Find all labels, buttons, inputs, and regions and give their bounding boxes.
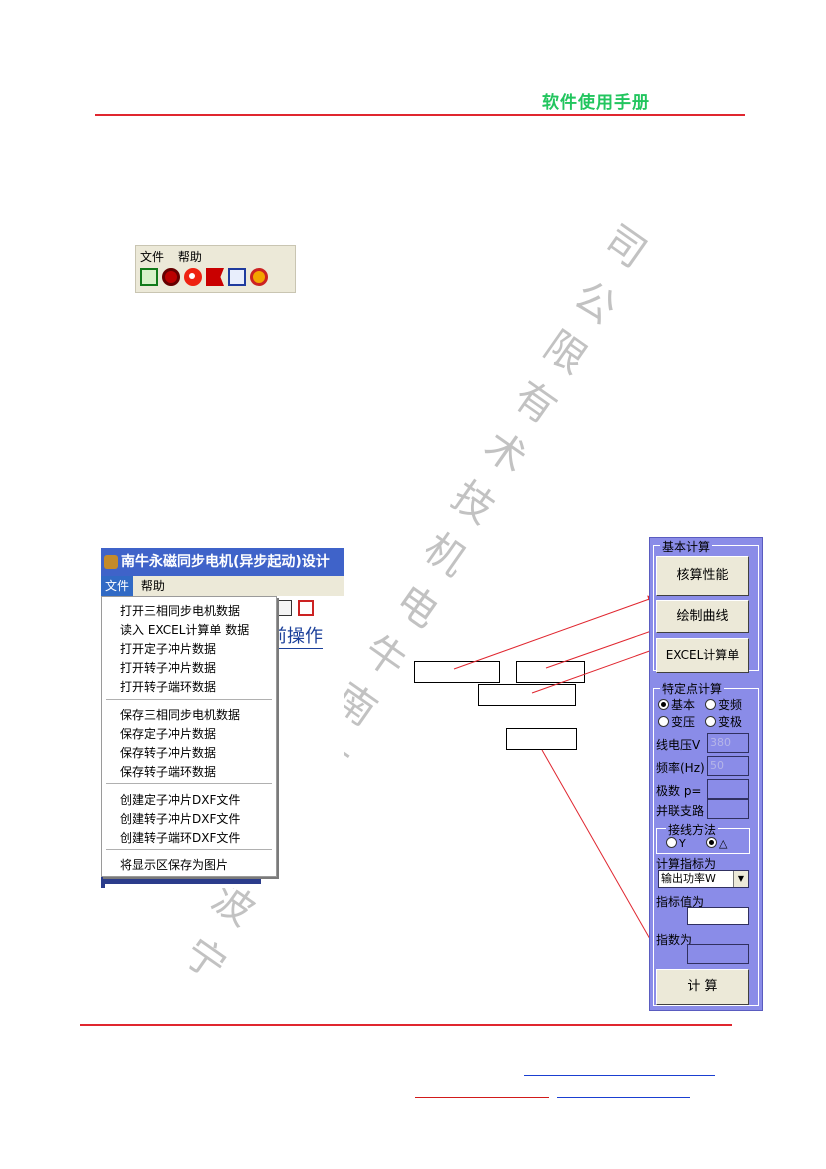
callout-box xyxy=(506,728,577,750)
callout-box xyxy=(478,684,576,706)
callout-box xyxy=(414,661,500,683)
target-value-label: 指标值为 xyxy=(656,895,705,909)
toolbar-screenshot: 文件 帮助 xyxy=(135,245,296,293)
gear-icon[interactable] xyxy=(184,268,202,286)
window-title: 南牛永磁同步电机(异步起动)设计 xyxy=(121,554,330,570)
window-frame-bottom xyxy=(101,874,261,884)
window-title-bar: 南牛永磁同步电机(异步起动)设计 xyxy=(101,548,344,576)
menu-item[interactable]: 创建转子端环DXF文件 xyxy=(120,831,241,845)
manual-title: 软件使用手册 xyxy=(542,93,650,113)
target-select-value: 输出功率W xyxy=(661,872,716,885)
menu-item[interactable]: 创建转子冲片DXF文件 xyxy=(120,812,241,826)
arrow xyxy=(541,749,671,975)
radio-basic[interactable]: 基本 xyxy=(658,696,695,713)
menu-item[interactable]: 创建定子冲片DXF文件 xyxy=(120,793,241,807)
menu-help[interactable]: 帮助 xyxy=(140,579,165,593)
menu-item[interactable]: 读入 EXCEL计算单 数据 xyxy=(120,623,250,637)
arrow xyxy=(453,595,656,670)
save-icon[interactable] xyxy=(228,268,246,286)
app-icon xyxy=(104,555,118,569)
target-value-field[interactable] xyxy=(687,907,749,925)
freq-label: 频率(Hz) xyxy=(656,761,705,775)
wiring-group-label: 接线方法 xyxy=(666,821,719,838)
target-select[interactable]: 输出功率W ▼ xyxy=(658,870,749,888)
menu-separator xyxy=(106,783,272,784)
line-voltage-field[interactable]: 380 xyxy=(707,733,749,753)
arrow xyxy=(531,646,659,694)
window-toolbar xyxy=(276,600,314,616)
menu-separator xyxy=(106,849,272,850)
callout-box xyxy=(516,661,585,683)
plot-curve-button[interactable]: 绘制曲线 xyxy=(656,600,749,633)
calc-panel: 基本计算 核算性能 绘制曲线 EXCEL计算单 特定点计算 基本 变频 变压 变… xyxy=(649,537,763,1011)
parallel-field[interactable] xyxy=(707,799,749,819)
menu-item[interactable]: 保存转子冲片数据 xyxy=(120,746,217,760)
radio-vfreq[interactable]: 变频 xyxy=(705,696,742,713)
chevron-down-icon[interactable]: ▼ xyxy=(733,871,748,887)
menu-item[interactable]: 打开三相同步电机数据 xyxy=(120,604,241,618)
footer-link-underline[interactable] xyxy=(557,1097,690,1098)
target-icon[interactable] xyxy=(250,268,268,286)
wiring-delta-radio[interactable]: △ xyxy=(706,837,727,850)
save-icon[interactable] xyxy=(298,600,314,616)
radio-vvolt[interactable]: 变压 xyxy=(658,713,695,730)
menu-separator xyxy=(106,699,272,700)
current-operation-label: 前操作 xyxy=(269,622,323,649)
menu-file[interactable]: 文件 xyxy=(101,576,134,596)
basic-calc-group-label: 基本计算 xyxy=(660,538,713,555)
excel-sheet-button[interactable]: EXCEL计算单 xyxy=(656,638,749,673)
footer-divider xyxy=(80,1024,732,1026)
flag-icon[interactable] xyxy=(206,268,224,286)
menu-item[interactable]: 打开转子端环数据 xyxy=(120,680,217,694)
file-menu-dropdown: 打开三相同步电机数据 读入 EXCEL计算单 数据 打开定子冲片数据 打开转子冲… xyxy=(101,596,277,877)
check-performance-button[interactable]: 核算性能 xyxy=(656,556,749,596)
line-voltage-label: 线电压V xyxy=(656,738,701,752)
wiring-y-radio[interactable]: Y xyxy=(666,837,686,850)
menu-item[interactable]: 打开定子冲片数据 xyxy=(120,642,217,656)
radio-vpole[interactable]: 变极 xyxy=(705,713,742,730)
menu-item[interactable]: 打开转子冲片数据 xyxy=(120,661,217,675)
poles-field[interactable] xyxy=(707,779,749,799)
footer-link-underline[interactable] xyxy=(415,1097,549,1098)
header-divider xyxy=(95,114,745,116)
menu-item[interactable]: 保存转子端环数据 xyxy=(120,765,217,779)
index-field[interactable] xyxy=(687,944,749,964)
window-menubar: 文件 帮助 xyxy=(101,576,344,596)
footer-link-underline[interactable] xyxy=(524,1075,715,1076)
poles-label: 极数 p= xyxy=(656,784,702,798)
parallel-label: 并联支路 xyxy=(656,804,705,818)
stop-icon[interactable] xyxy=(162,268,180,286)
open-icon[interactable] xyxy=(140,268,158,286)
arrow xyxy=(545,626,661,669)
index-label: 指数为 xyxy=(656,933,693,947)
target-label: 计算指标为 xyxy=(656,857,717,871)
menu-item[interactable]: 将显示区保存为图片 xyxy=(120,858,229,872)
menu-file[interactable]: 文件 xyxy=(140,250,165,264)
point-calc-group-label: 特定点计算 xyxy=(660,680,725,697)
menu-help[interactable]: 帮助 xyxy=(177,250,202,264)
menu-item[interactable]: 保存三相同步电机数据 xyxy=(120,708,241,722)
menu-item[interactable]: 保存定子冲片数据 xyxy=(120,727,217,741)
calculate-button[interactable]: 计 算 xyxy=(656,969,749,1005)
freq-field[interactable]: 50 xyxy=(707,756,749,776)
